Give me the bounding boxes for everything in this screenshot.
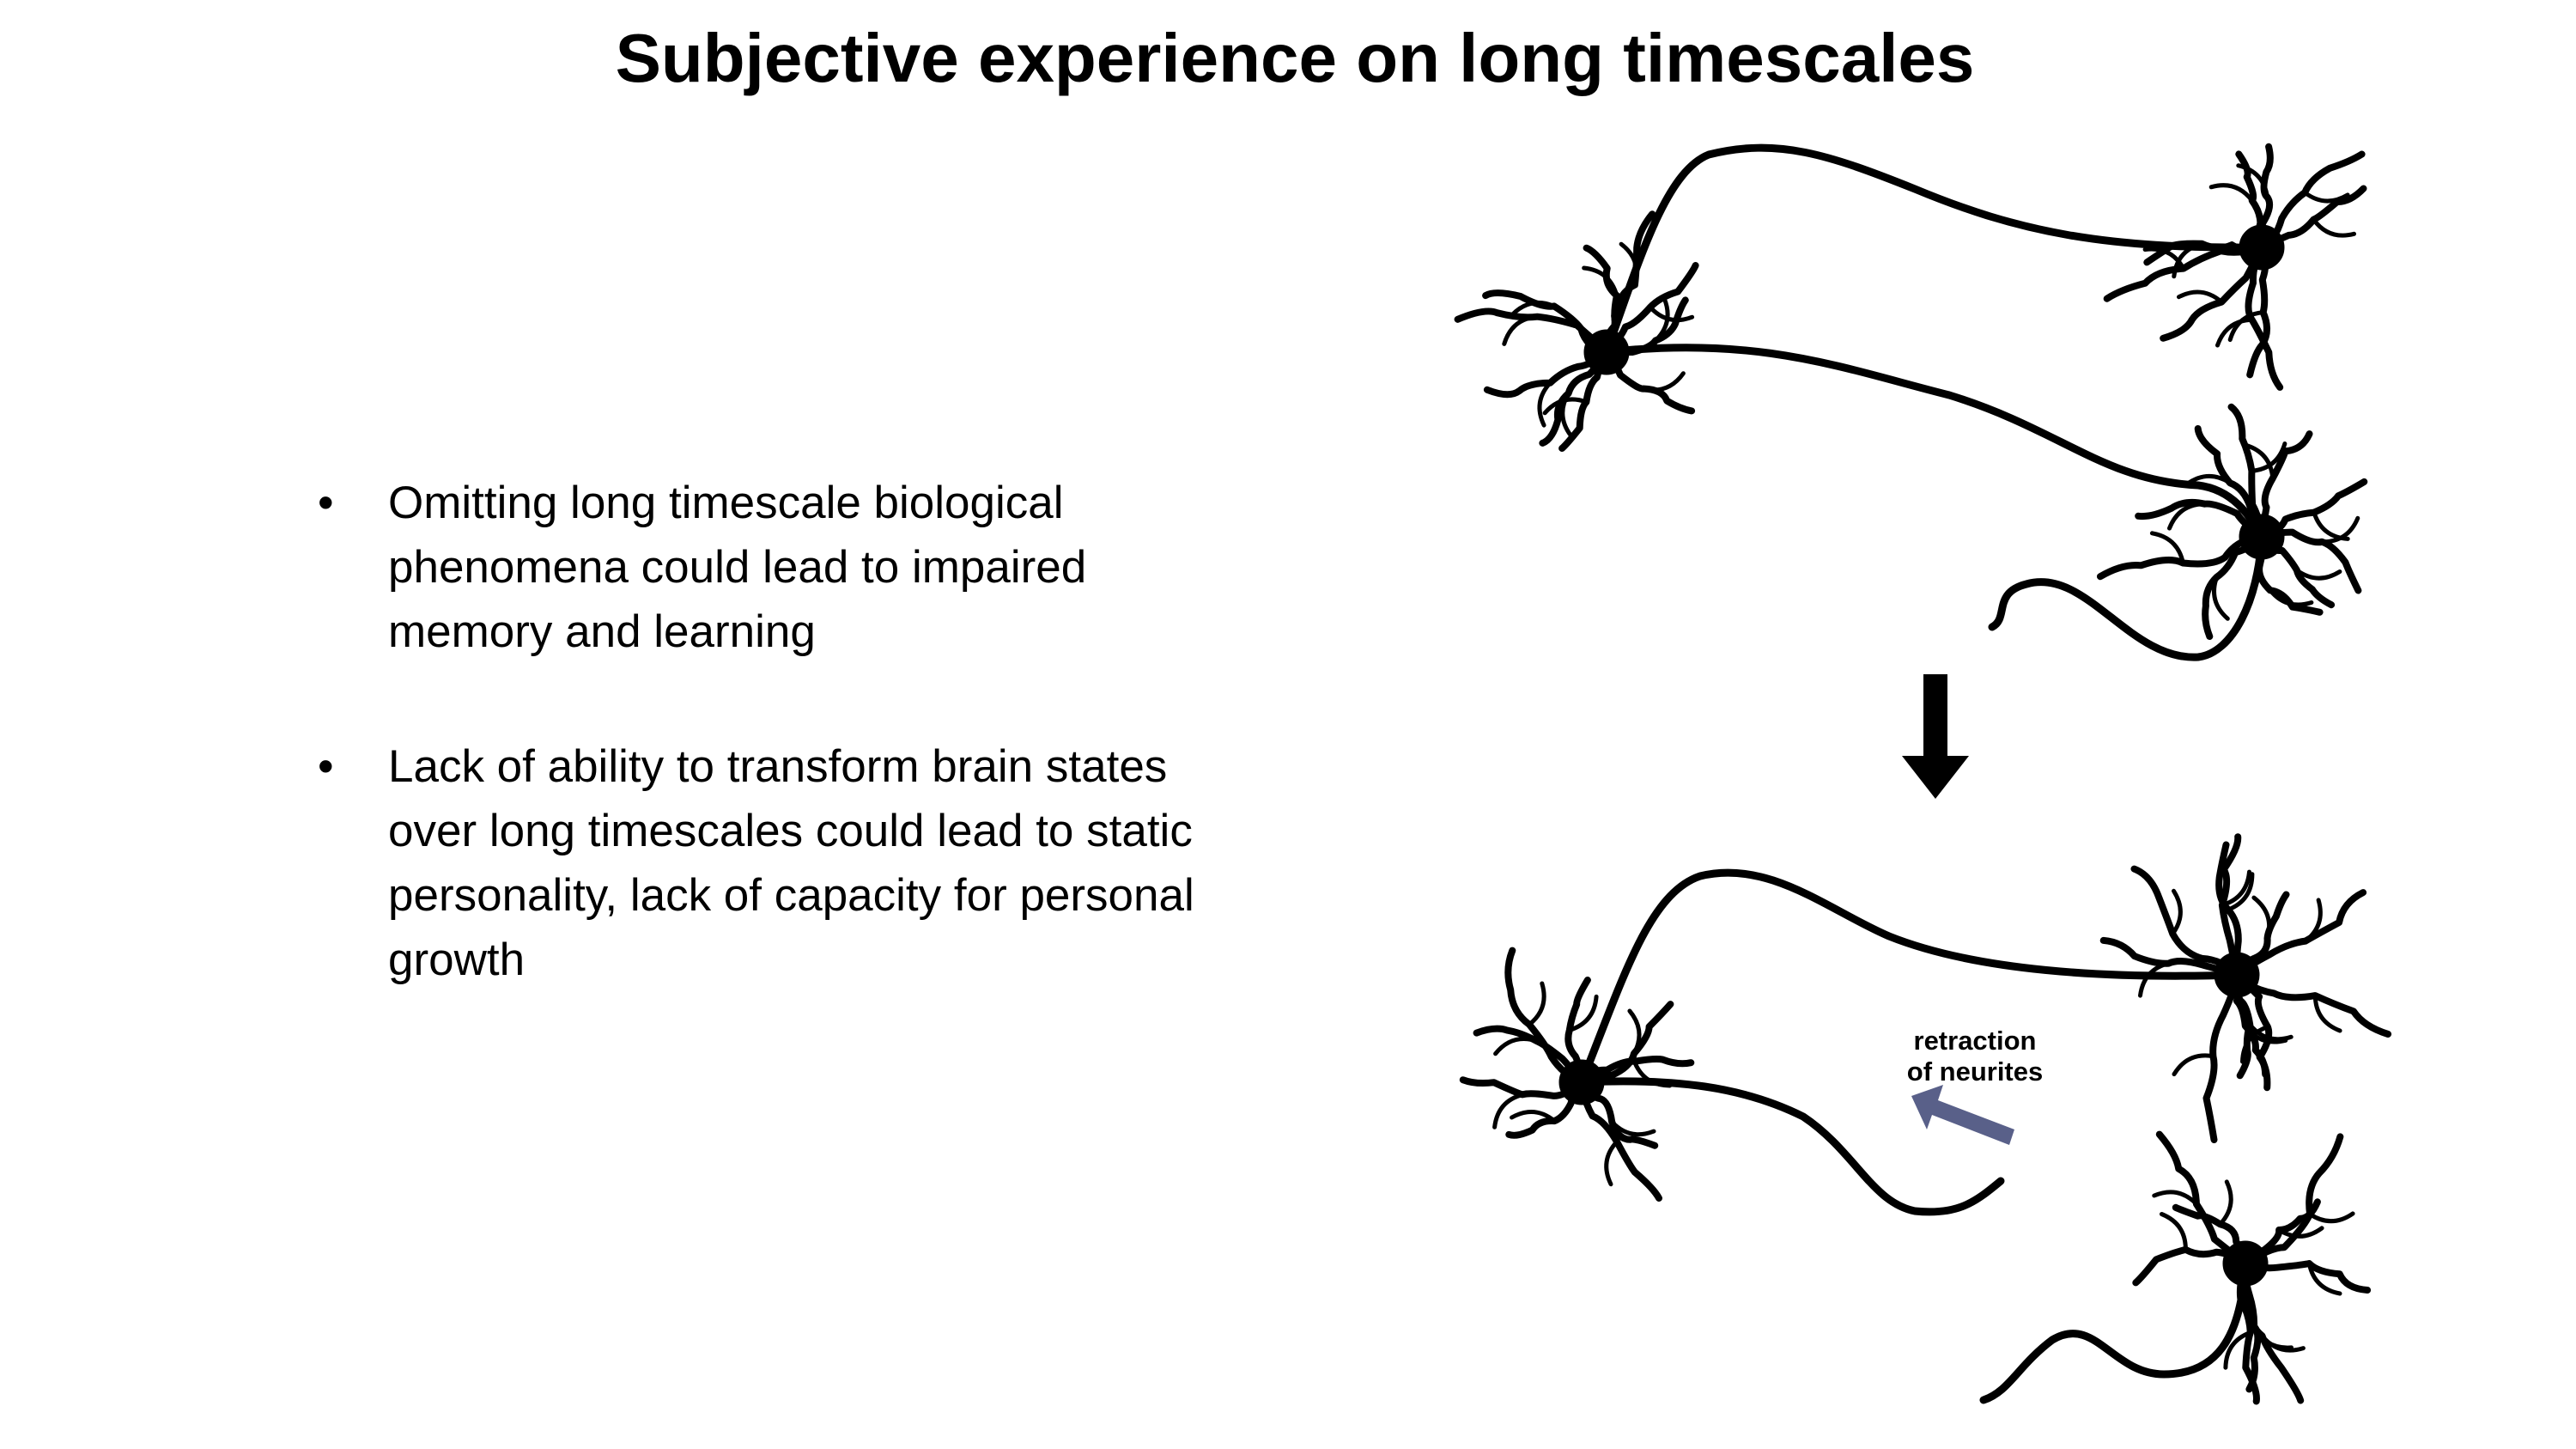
neuron [1459, 947, 1695, 1202]
dendrite [2155, 1130, 2249, 1267]
dendrite [1578, 1079, 1662, 1202]
annotation-line: retraction [1913, 1026, 2037, 1056]
bullet-marker: • [318, 478, 334, 528]
bullet-text: Lack of ability to transform brain state… [388, 741, 1194, 985]
slide-title: Subjective experience on long timescales [615, 20, 1975, 96]
dendrite-branch [2215, 317, 2255, 348]
dendrite-branch [2218, 1179, 2233, 1227]
retraction-arrow [1911, 1085, 2014, 1145]
axon [1602, 344, 2266, 541]
dendrite [2202, 971, 2240, 1143]
dendrite-branch [2160, 1212, 2188, 1252]
dendrite-branch [2307, 1211, 2355, 1224]
axon [1602, 143, 2266, 356]
dendrite [2245, 244, 2284, 391]
axon [1577, 1077, 2005, 1216]
dendrite [2258, 150, 2366, 251]
dendrite [2233, 971, 2392, 1038]
dendrite-branch [2152, 1190, 2199, 1207]
dendrite-branch [2212, 575, 2230, 621]
bullet-text: Omitting long timescale biological pheno… [388, 478, 1087, 657]
dendrite-branch [2312, 993, 2342, 1033]
dendrite-branch [1604, 1139, 1619, 1187]
dendrite [2160, 244, 2265, 342]
neuron [1454, 210, 1699, 452]
dendrite [1459, 1076, 1585, 1099]
dendrite-branch [2208, 183, 2255, 203]
dendrite [2242, 1133, 2344, 1267]
dendrite [1483, 349, 1610, 399]
transition-arrow [1902, 674, 1969, 799]
dendrite [1473, 1025, 1585, 1086]
annotation-line: of neurites [1906, 1056, 2044, 1087]
dendrite [1454, 307, 1610, 356]
bullet-marker: • [318, 741, 334, 792]
dendrite-branch [1502, 314, 1540, 346]
dendrite [2130, 865, 2240, 978]
dendrite [1482, 289, 1610, 356]
dendrite [2103, 244, 2265, 302]
dendrite [2132, 1245, 2249, 1287]
dendrite-branch [2302, 190, 2350, 204]
dendrite-branch [1537, 381, 1552, 428]
axons-after [1577, 868, 2250, 1404]
neuron [2132, 1130, 2372, 1405]
dendrite-branch [2226, 872, 2255, 912]
dendrite [1603, 262, 1699, 356]
dendrite-branch [1648, 305, 1695, 323]
retraction-annotation: retraction of neurites [1872, 1026, 2078, 1087]
dendrite [2097, 533, 2265, 581]
axon [1577, 868, 2241, 1087]
dendrite-branch [2311, 217, 2356, 238]
neuron [2097, 403, 2368, 640]
axon [1979, 1259, 2250, 1404]
dendrite-branch [1527, 981, 1546, 1027]
dendrite-branch [2249, 441, 2287, 473]
dendrite [2218, 833, 2242, 978]
axon [1988, 533, 2266, 661]
dendrite-branch [2172, 1053, 2215, 1077]
dendrite [2242, 1260, 2372, 1294]
dendrite-branch [2247, 1022, 2293, 1042]
dendrite-branch [2312, 510, 2350, 541]
neuron [2099, 833, 2392, 1143]
axons-before [1602, 143, 2266, 661]
neuron [2103, 143, 2367, 391]
dendrite-branch [1492, 1092, 1525, 1129]
dendrite [2135, 498, 2265, 540]
dendrite [1504, 947, 1585, 1086]
dendrite [2233, 889, 2367, 978]
dendrite-branch [1567, 994, 1599, 1032]
